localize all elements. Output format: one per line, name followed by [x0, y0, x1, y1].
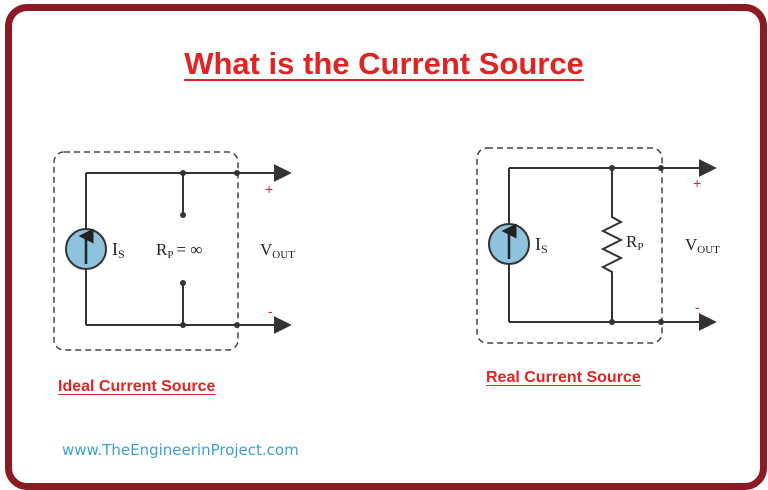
outer-frame	[5, 4, 767, 490]
real-node-top-mid	[609, 165, 615, 171]
real-resistor-icon	[600, 168, 624, 322]
real-resistor-label: RP	[626, 232, 643, 253]
real-node-top-right	[658, 165, 664, 171]
ideal-node-bottom-right	[234, 322, 240, 328]
ideal-rp-upper-node	[180, 212, 186, 218]
ideal-resistor-label: RP= ∞	[156, 240, 202, 261]
real-dashed-box	[476, 147, 663, 344]
ideal-node-top-right	[234, 170, 240, 176]
ideal-vout-label: VOUT	[260, 240, 295, 261]
ideal-plus-sign: +	[265, 181, 273, 197]
real-current-source-caption: Real Current Source	[486, 369, 641, 386]
ideal-source-label: IS	[112, 239, 125, 261]
ideal-rp-lower-node	[180, 280, 186, 286]
ideal-node-bottom-mid	[180, 322, 186, 328]
real-plus-sign: +	[693, 175, 701, 191]
real-circuit: IS RP VOUT + -	[476, 147, 720, 344]
ideal-dashed-box	[53, 151, 239, 351]
real-minus-sign: -	[695, 299, 700, 315]
ideal-minus-sign: -	[268, 303, 273, 319]
ideal-current-source-caption: Ideal Current Source	[58, 378, 216, 395]
real-source-label: IS	[535, 234, 548, 256]
ideal-circuit: IS RP= ∞ VOUT + -	[53, 151, 295, 351]
website-watermark: www.TheEngineerinProject.com	[62, 441, 299, 459]
real-node-bottom-right	[658, 319, 664, 325]
real-node-bottom-mid	[609, 319, 615, 325]
page-title: What is the Current Source	[184, 46, 584, 81]
real-vout-label: VOUT	[685, 235, 720, 256]
ideal-node-top-mid	[180, 170, 186, 176]
